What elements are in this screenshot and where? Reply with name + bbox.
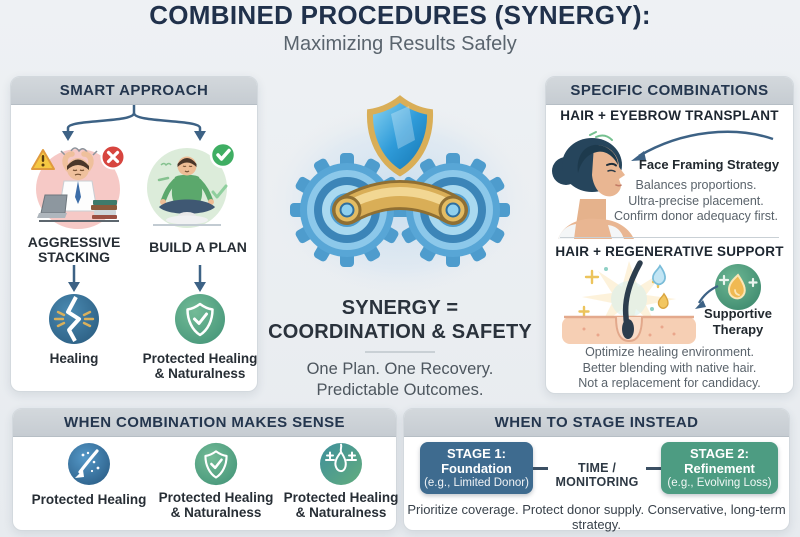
title-block: COMBINED PROCEDURES (SYNERGY): Maximizin… <box>0 0 800 56</box>
supportive-therapy-callout: Supportive Therapy <box>704 306 772 337</box>
when-to-stage-panel: WHEN TO STAGE INSTEAD STAGE 1: Foundatio… <box>403 408 790 532</box>
branch-arrow-icon <box>62 105 206 141</box>
protected-healing-label: Protected Healing & Naturalness <box>142 351 258 381</box>
down-arrow-icon <box>194 265 206 292</box>
face-framing-callout: Face Framing Strategy <box>638 157 780 172</box>
section-divider <box>560 237 779 238</box>
center-headline: SYNERGY = COORDINATION & SAFETY <box>260 296 540 344</box>
when-combination-item-label: Protected Healing & Naturalness <box>158 490 274 520</box>
center-tagline: One Plan. One Recovery. Predictable Outc… <box>260 359 540 401</box>
connector-line <box>646 467 661 470</box>
red-x-icon <box>100 144 125 170</box>
when-combination-item-label: Protected Healing <box>31 492 147 507</box>
stage1-name: Foundation <box>441 461 512 476</box>
stage2-title: STAGE 2: <box>690 446 749 461</box>
gold-drop-icon <box>657 292 669 309</box>
combo1-title: HAIR + EYEBROW TRANSPLANT <box>560 108 779 123</box>
center-tagline-line2: Predictable Outcomes. <box>316 381 484 399</box>
stage2-box: STAGE 2: Refinement (e.g., Evolving Loss… <box>661 442 778 494</box>
stage1-example: (e.g., Limited Donor) <box>424 477 529 489</box>
connector-line <box>533 467 548 470</box>
meditating-person-illustration <box>147 141 235 228</box>
center-divider <box>365 351 435 353</box>
healing-arrow-icon <box>68 443 110 485</box>
build-a-plan-label: BUILD A PLAN <box>149 239 247 255</box>
warning-triangle-icon <box>31 149 55 170</box>
stressed-person-illustration <box>31 144 125 229</box>
stage2-example: (e.g., Evolving Loss) <box>667 477 772 489</box>
smart-approach-header: SMART APPROACH <box>11 77 257 105</box>
gears-shield-illustration <box>268 95 532 293</box>
page-subtitle: Maximizing Results Safely <box>283 33 517 55</box>
combo2-title: HAIR + REGENERATIVE SUPPORT <box>555 244 784 259</box>
combo2-notes: Optimize healing environment. Better ble… <box>578 345 761 390</box>
green-check-icon <box>209 141 235 169</box>
combo1-notes: Balances proportions. Ultra-precise plac… <box>614 178 778 223</box>
small-curved-arrow-icon <box>695 284 719 309</box>
specific-combinations-panel: SPECIFIC COMBINATIONS HAIR + EYEBROW TRA… <box>545 76 794 394</box>
aggressive-stacking-label: AGGRESSIVE STACKING <box>27 234 121 265</box>
healing-label: Healing <box>49 351 99 366</box>
page-title: COMBINED PROCEDURES (SYNERGY): <box>149 0 651 30</box>
when-to-stage-header: WHEN TO STAGE INSTEAD <box>404 409 789 437</box>
when-combination-header: WHEN COMBINATION MAKES SENSE <box>13 409 396 437</box>
shield-icon <box>366 95 434 177</box>
specific-combinations-header: SPECIFIC COMBINATIONS <box>546 77 793 105</box>
when-combination-item-label: Protected Healing & Naturalness <box>283 490 399 520</box>
center-headline-line2: COORDINATION & SAFETY <box>268 321 532 343</box>
stage2-name: Refinement <box>684 461 755 476</box>
stage1-box: STAGE 1: Foundation (e.g., Limited Donor… <box>420 442 533 494</box>
water-drop-icon <box>652 264 666 286</box>
shield-check-icon <box>175 294 225 344</box>
curved-arrow-icon <box>631 130 774 161</box>
when-combination-panel: WHEN COMBINATION MAKES SENSE <box>12 408 398 531</box>
follicle-plus-icon <box>320 443 362 485</box>
smart-approach-panel: SMART APPROACH <box>10 76 258 392</box>
center-tagline-line1: One Plan. One Recovery. <box>306 360 494 378</box>
center-headline-line1: SYNERGY = <box>341 297 459 319</box>
therapy-drop-icon <box>715 264 761 310</box>
shield-check-icon <box>194 442 238 486</box>
woman-profile-illustration <box>552 131 634 239</box>
hair-follicle-illustration <box>562 260 696 344</box>
broken-healing-icon <box>49 294 99 344</box>
down-arrow-icon <box>68 265 80 292</box>
stage-footnote: Prioritize coverage. Protect donor suppl… <box>407 502 786 532</box>
stage1-title: STAGE 1: <box>447 446 506 461</box>
connector-label: TIME / MONITORING <box>555 461 639 489</box>
